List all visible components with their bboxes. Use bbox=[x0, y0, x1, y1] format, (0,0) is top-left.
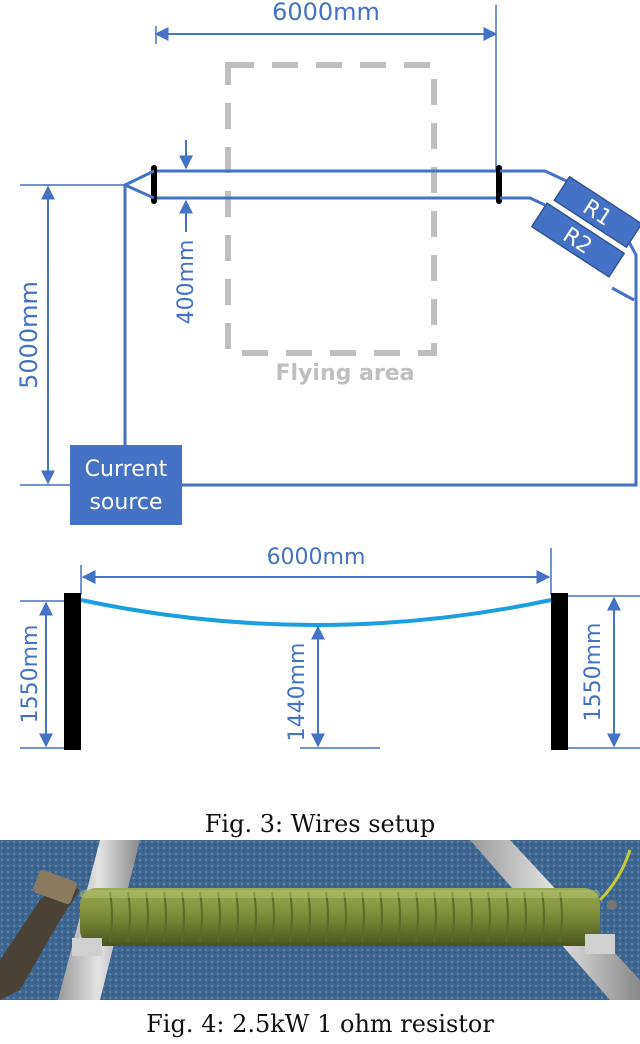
flying-area-box bbox=[225, 62, 437, 356]
current-source-box bbox=[70, 445, 182, 525]
left-bracket bbox=[72, 938, 102, 956]
resistor-tube bbox=[80, 888, 600, 946]
height-label: 5000mm bbox=[15, 281, 43, 389]
left-height-label: 1550mm bbox=[18, 625, 43, 724]
right-bracket bbox=[585, 934, 615, 954]
right-pole bbox=[551, 593, 568, 750]
sagging-wire bbox=[80, 598, 552, 627]
right-terminal-wire bbox=[598, 849, 632, 902]
current-source-line2: source bbox=[89, 490, 162, 515]
resistor-photo bbox=[0, 840, 640, 1000]
width-label: 6000mm bbox=[272, 0, 380, 26]
flying-area-label: Flying area bbox=[276, 361, 415, 386]
current-source-line1: Current bbox=[85, 457, 168, 482]
spacing-label: 400mm bbox=[174, 240, 199, 325]
sag-height-label: 1440mm bbox=[285, 643, 310, 742]
clamp-cable bbox=[0, 880, 80, 1000]
figure-3-caption: Fig. 3: Wires setup bbox=[204, 810, 436, 838]
left-pole bbox=[64, 593, 81, 750]
right-height-label: 1550mm bbox=[581, 623, 606, 722]
circuit-loop bbox=[121, 169, 155, 200]
figure-4-caption: Fig. 4: 2.5kW 1 ohm resistor bbox=[146, 1010, 494, 1038]
wires-top-view-diagram: 6000mm Flying area R1 R2 5000mm 400mm Cu… bbox=[15, 0, 640, 525]
resistor-coil-ridges bbox=[109, 891, 563, 943]
wires-side-view-diagram: 6000mm 1550mm 1440mm 1550mm bbox=[18, 545, 640, 750]
span-label: 6000mm bbox=[267, 545, 366, 570]
